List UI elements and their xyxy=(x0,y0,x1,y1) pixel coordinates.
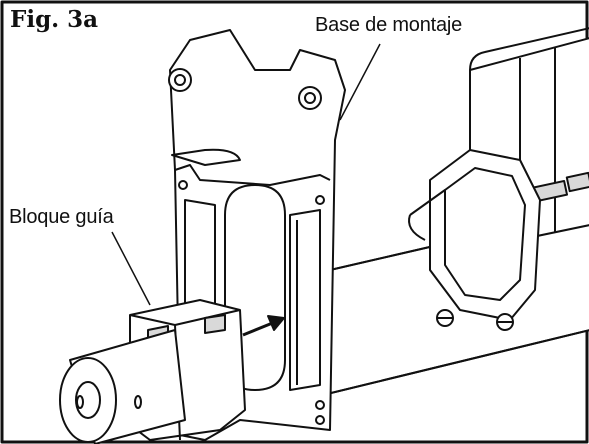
insertion-arrow xyxy=(242,315,285,337)
callout-mounting-base: Base de montaje xyxy=(312,14,466,37)
callout-guide-block: Bloque guía xyxy=(6,206,117,229)
leader-line-mounting-base xyxy=(339,43,381,121)
tube-end xyxy=(59,329,186,444)
figure-label: Fig. 3a xyxy=(6,6,103,33)
tube-clamp xyxy=(408,149,541,331)
leader-line-guide-block xyxy=(111,231,151,306)
